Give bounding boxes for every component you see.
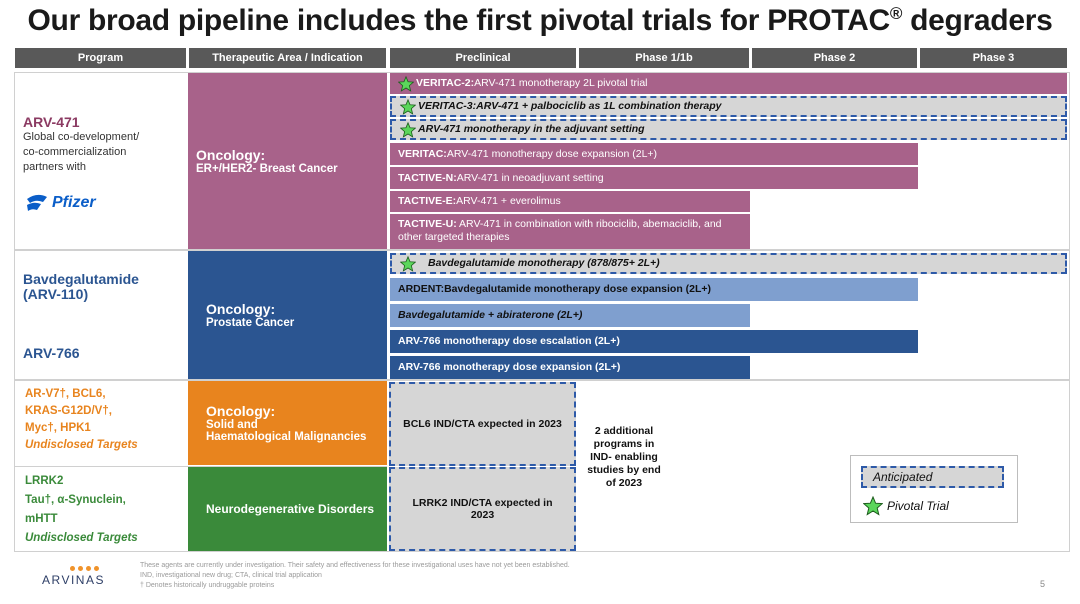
- target-line: AR-V7†, BCL6,: [25, 388, 106, 400]
- target-line: Undisclosed Targets: [25, 532, 138, 544]
- pivotal-star-icon: [400, 255, 416, 272]
- program-neuro-targets: LRRK2 Tau†, α-Synuclein, mHTT Undisclose…: [25, 472, 185, 548]
- header-phase2: Phase 2: [752, 48, 917, 68]
- program-oncology-targets: AR-V7†, BCL6, KRAS-G12D/V†, Myc†, HPK1 U…: [25, 386, 185, 454]
- program-name: ARV-471: [23, 114, 80, 130]
- section-arv471: [14, 72, 1070, 250]
- legend-pivotal: Pivotal Trial: [863, 496, 949, 516]
- arvinas-logo: ARVINAS: [42, 566, 105, 587]
- lrrk2-ind-box: LRRK2 IND/CTA expected in 2023: [389, 467, 576, 551]
- area-subtitle: Haematological Malignancies: [206, 431, 367, 443]
- trial-bavde-abiraterone: Bavdegalutamide + abiraterone (2L+): [390, 304, 750, 327]
- page-number: 5: [1040, 579, 1046, 589]
- target-line: KRAS-G12D/V†,: [25, 405, 112, 417]
- pfizer-logo: Pfizer: [24, 190, 96, 216]
- area-subtitle: ER+/HER2- Breast Cancer: [196, 163, 338, 175]
- footnote-line: † Denotes historically undruggable prote…: [140, 582, 275, 589]
- legend: Anticipated Pivotal Trial: [850, 455, 1018, 523]
- target-line: mHTT: [25, 513, 58, 525]
- logo-wordmark: ARVINAS: [42, 573, 105, 587]
- trial-arv766-escalation: ARV-766 monotherapy dose escalation (2L+…: [390, 330, 918, 353]
- pfizer-icon: [27, 194, 47, 211]
- logo-dots: [70, 566, 105, 571]
- pivotal-star-icon: [863, 496, 883, 516]
- area-solid-heme: Oncology: Solid and Haematological Malig…: [188, 381, 387, 465]
- pivotal-star-icon: [400, 121, 416, 138]
- legend-pivotal-label: Pivotal Trial: [887, 499, 949, 513]
- bcl6-ind-box: BCL6 IND/CTA expected in 2023: [389, 382, 576, 466]
- area-subtitle: Solid and: [206, 419, 258, 431]
- area-subtitle: Prostate Cancer: [206, 317, 295, 329]
- area-breast-cancer: Oncology: ER+/HER2- Breast Cancer: [188, 73, 387, 249]
- footnotes: These agents are currently under investi…: [140, 561, 570, 591]
- additional-programs-note: 2 additional programs in IND- enabling s…: [587, 425, 661, 489]
- header-program: Program: [15, 48, 186, 68]
- target-line: Myc†, HPK1: [25, 422, 91, 434]
- trial-adjuvant: ARV-471 monotherapy in the adjuvant sett…: [390, 119, 1067, 140]
- footnote-line: IND, investigational new drug; CTA, clin…: [140, 572, 322, 579]
- program-name: Bavdegalutamide: [23, 271, 139, 287]
- trial-veritac2: VERITAC-2: ARV-471 monotherapy 2L pivota…: [390, 73, 1067, 94]
- area-title: Neurodegenerative Disorders: [206, 502, 375, 516]
- area-title: Oncology:: [206, 301, 276, 317]
- area-title: Oncology:: [196, 147, 266, 163]
- trial-veritac: VERITAC: ARV-471 monotherapy dose expans…: [390, 143, 918, 165]
- trial-tactive-u: TACTIVE-U: ARV-471 in combination with r…: [390, 214, 750, 249]
- trial-bavde-mono: Bavdegalutamide monotherapy (878/875+ 2L…: [390, 253, 1067, 274]
- divider-neuro: [14, 466, 387, 467]
- program-arv766: ARV-766: [23, 346, 183, 361]
- target-line: LRRK2: [25, 475, 64, 487]
- pivotal-star-icon: [400, 98, 416, 115]
- area-prostate-cancer: Oncology: Prostate Cancer: [188, 251, 387, 379]
- program-name: ARV-766: [23, 345, 80, 361]
- program-name: (ARV-110): [23, 286, 89, 302]
- header-preclinical: Preclinical: [390, 48, 576, 68]
- header-phase1: Phase 1/1b: [579, 48, 749, 68]
- header-phase3: Phase 3: [920, 48, 1067, 68]
- pfizer-wordmark: Pfizer: [52, 194, 96, 211]
- target-line: Undisclosed Targets: [25, 439, 138, 451]
- trial-tactive-n: TACTIVE-N: ARV-471 in neoadjuvant settin…: [390, 167, 918, 189]
- target-line: Tau†, α-Synuclein,: [25, 494, 126, 506]
- trial-arv766-expansion: ARV-766 monotherapy dose expansion (2L+): [390, 356, 750, 379]
- section-prostate: [14, 250, 1070, 380]
- header-therapeutic-area: Therapeutic Area / Indication: [189, 48, 386, 68]
- partner-text: partners with: [23, 161, 86, 173]
- program-arv471: ARV-471 Global co-development/ co-commer…: [23, 115, 183, 175]
- trial-veritac3: VERITAC-3: ARV-471 + palbociclib as 1L c…: [390, 96, 1067, 117]
- program-bavdegalutamide: Bavdegalutamide (ARV-110): [23, 272, 183, 302]
- trial-ardent: ARDENT: Bavdegalutamide monotherapy dose…: [390, 278, 918, 301]
- pivotal-star-icon: [398, 75, 414, 92]
- footnote-line: These agents are currently under investi…: [140, 562, 570, 569]
- area-neurodegenerative: Neurodegenerative Disorders: [188, 467, 387, 551]
- page-title: Our broad pipeline includes the first pi…: [27, 4, 1053, 37]
- area-title: Oncology:: [206, 403, 276, 419]
- trial-tactive-e: TACTIVE-E: ARV-471 + everolimus: [390, 191, 750, 212]
- partner-text: Global co-development/: [23, 131, 140, 143]
- legend-anticipated: Anticipated: [861, 466, 1004, 488]
- partner-text: co-commercialization: [23, 146, 127, 158]
